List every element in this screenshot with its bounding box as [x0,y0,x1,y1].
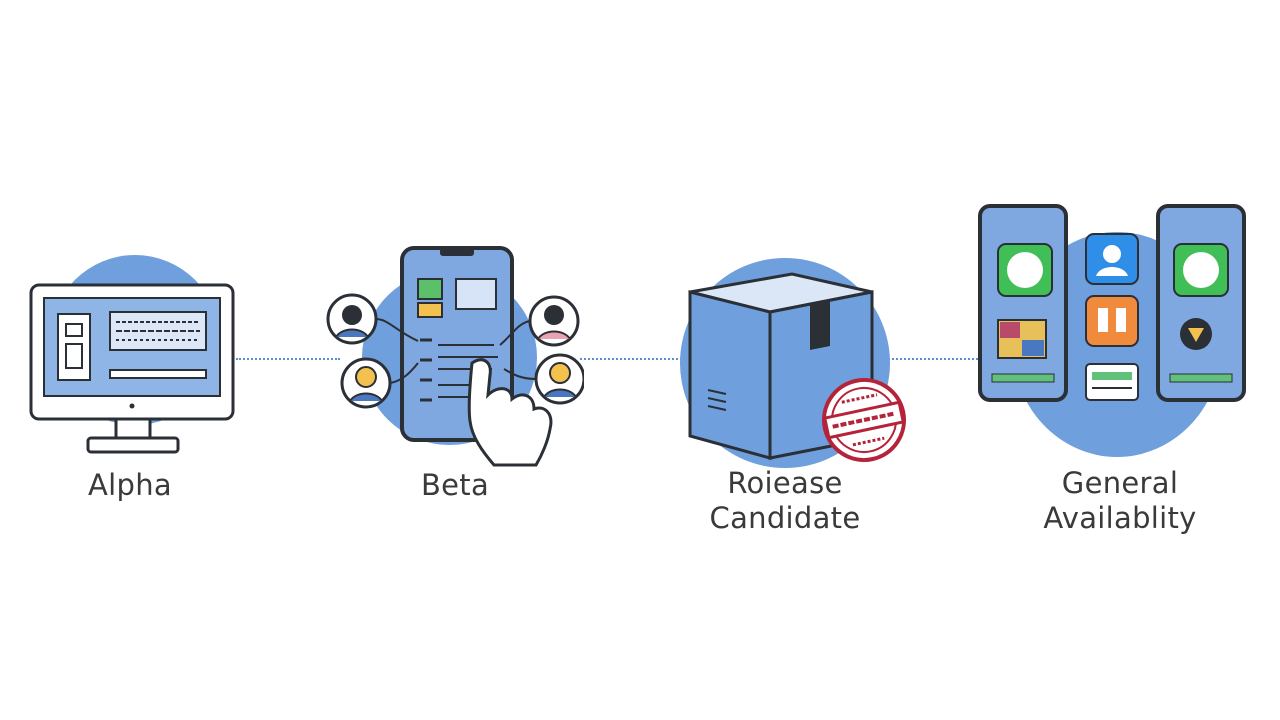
connector-beta-rc [580,358,682,360]
stage-label-beta: Beta [420,468,490,502]
shipping-box-stamp-icon [688,272,906,462]
stage-label-alpha: Alpha [88,468,172,502]
desktop-monitor-icon [29,283,235,454]
connector-rc-ga [888,358,978,360]
app-store-phones-icon [978,204,1246,402]
connector-alpha-beta [236,358,340,360]
stage-label-general-availability: General Availablity [1043,466,1197,535]
stage-label-release-candidate: Roiease Candidate [709,466,861,535]
phone-testers-touch-icon [326,246,584,467]
